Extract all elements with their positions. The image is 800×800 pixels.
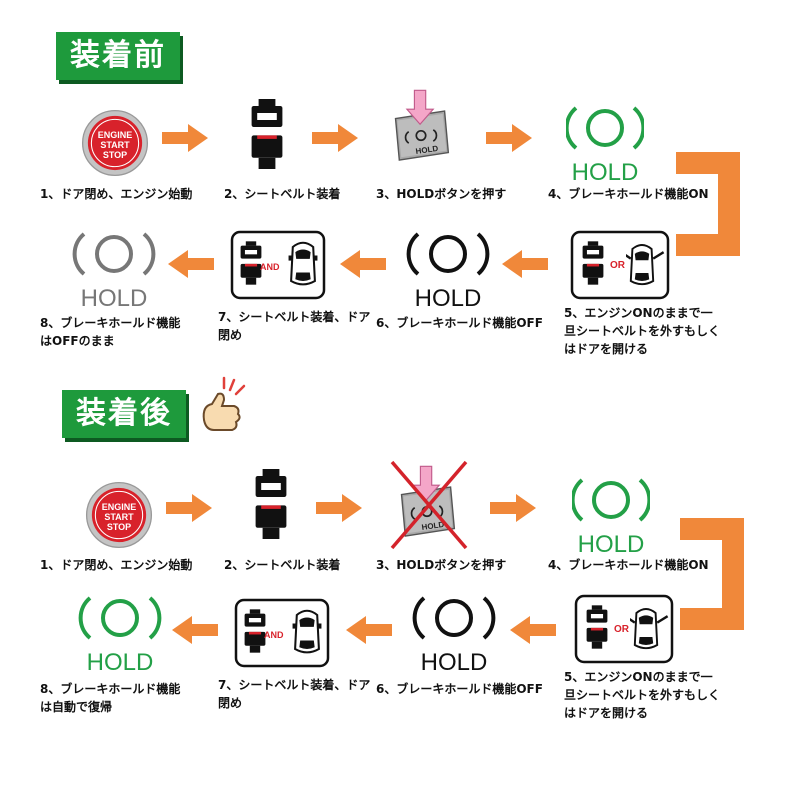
unbelt-or-door-icon: OR [570,230,670,300]
caption-step2: 2、シートベルト装着 [224,558,341,572]
hold-label: HOLD [572,159,639,184]
caption-step6: 6、ブレーキホールド機能OFF [376,316,543,330]
brake-hold-on-icon: HOLD [572,478,650,556]
engine-label-3: STOP [107,522,131,532]
arrow-left-icon [502,250,548,278]
caption-step3: 3、HOLDボタンを押す [376,187,507,201]
section-title: 装着前 [56,32,180,80]
caption-step4: 4、ブレーキホールド機能ON [548,558,709,572]
arrow-left-icon [340,250,386,278]
engine-label-2: START [100,140,130,150]
hold-label: HOLD [421,649,488,674]
caption-step2: 2、シートベルト装着 [224,187,341,201]
caption-step5: 5、エンジンONのままで一 旦シートベルトを外すもしく はドアを開ける [564,306,721,356]
thumbs-up-icon [202,376,246,431]
caption-step5: 5、エンジンONのままで一 旦シートベルトを外すもしく はドアを開ける [564,670,721,720]
hold-label: HOLD [81,285,148,310]
unbelt-or-door-icon: OR [574,594,674,664]
caption-step6: 6、ブレーキホールド機能OFF [376,682,543,696]
caption-step8: 8、ブレーキホールド機能 は自動で復帰 [40,682,181,714]
engine-start-button-icon: ENGINE START STOP [81,109,149,177]
hold-btn-label: HOLD [415,144,439,156]
hold-button-press-icon: HOLD [394,89,450,161]
turn-arrow-icon [676,152,740,256]
arrow-right-icon [486,124,532,152]
engine-label-1: ENGINE [98,130,133,140]
and-label: AND [264,630,284,640]
arrow-left-icon [168,250,214,278]
or-label: OR [614,624,630,635]
engine-label-3: STOP [103,150,127,160]
brake-hold-off-icon: HOLD [72,232,156,310]
belt-and-door-icon: AND [230,230,326,300]
caption-step4: 4、ブレーキホールド機能ON [548,187,709,201]
caption-step1: 1、ドア閉め、エンジン始動 [40,558,193,572]
caption-step3: 3、HOLDボタンを押す [376,558,507,572]
hold-label: HOLD [415,285,482,310]
brake-hold-restored-icon: HOLD [78,596,162,674]
brake-hold-on-icon: HOLD [566,106,644,184]
engine-start-button-icon: ENGINE START STOP [85,481,153,549]
hold-button-crossed-icon: HOLD [390,460,468,550]
caption-step7: 7、シートベルト装着、ドア 閉め [218,310,371,342]
section-title: 装着後 [62,390,186,438]
arrow-left-icon [510,616,556,644]
brake-hold-off-icon: HOLD [412,596,496,674]
seatbelt-icon [255,469,287,539]
turn-arrow-icon [680,518,744,630]
engine-label-1: ENGINE [102,502,137,512]
arrow-right-icon [316,494,362,522]
section-after: 装着後 ENGINE START STOP HOLD HOLD [0,368,800,738]
arrow-left-icon [172,616,218,644]
section-before: 装着前 ENGINE START STOP HOLD HOLD OR [0,0,800,370]
hold-btn-label: HOLD [421,520,445,532]
belt-and-door-icon: AND [234,598,330,668]
seatbelt-icon [251,99,283,169]
and-label: AND [260,262,280,272]
brake-hold-off-icon: HOLD [406,232,490,310]
or-label: OR [610,260,626,271]
arrow-right-icon [162,124,208,152]
caption-step8: 8、ブレーキホールド機能 はOFFのまま [40,316,181,348]
hold-label: HOLD [578,531,645,556]
arrow-right-icon [166,494,212,522]
arrow-right-icon [490,494,536,522]
hold-label: HOLD [87,649,154,674]
engine-label-2: START [104,512,134,522]
arrow-left-icon [346,616,392,644]
caption-step7: 7、シートベルト装着、ドア 閉め [218,678,371,710]
caption-step1: 1、ドア閉め、エンジン始動 [40,187,193,201]
arrow-right-icon [312,124,358,152]
